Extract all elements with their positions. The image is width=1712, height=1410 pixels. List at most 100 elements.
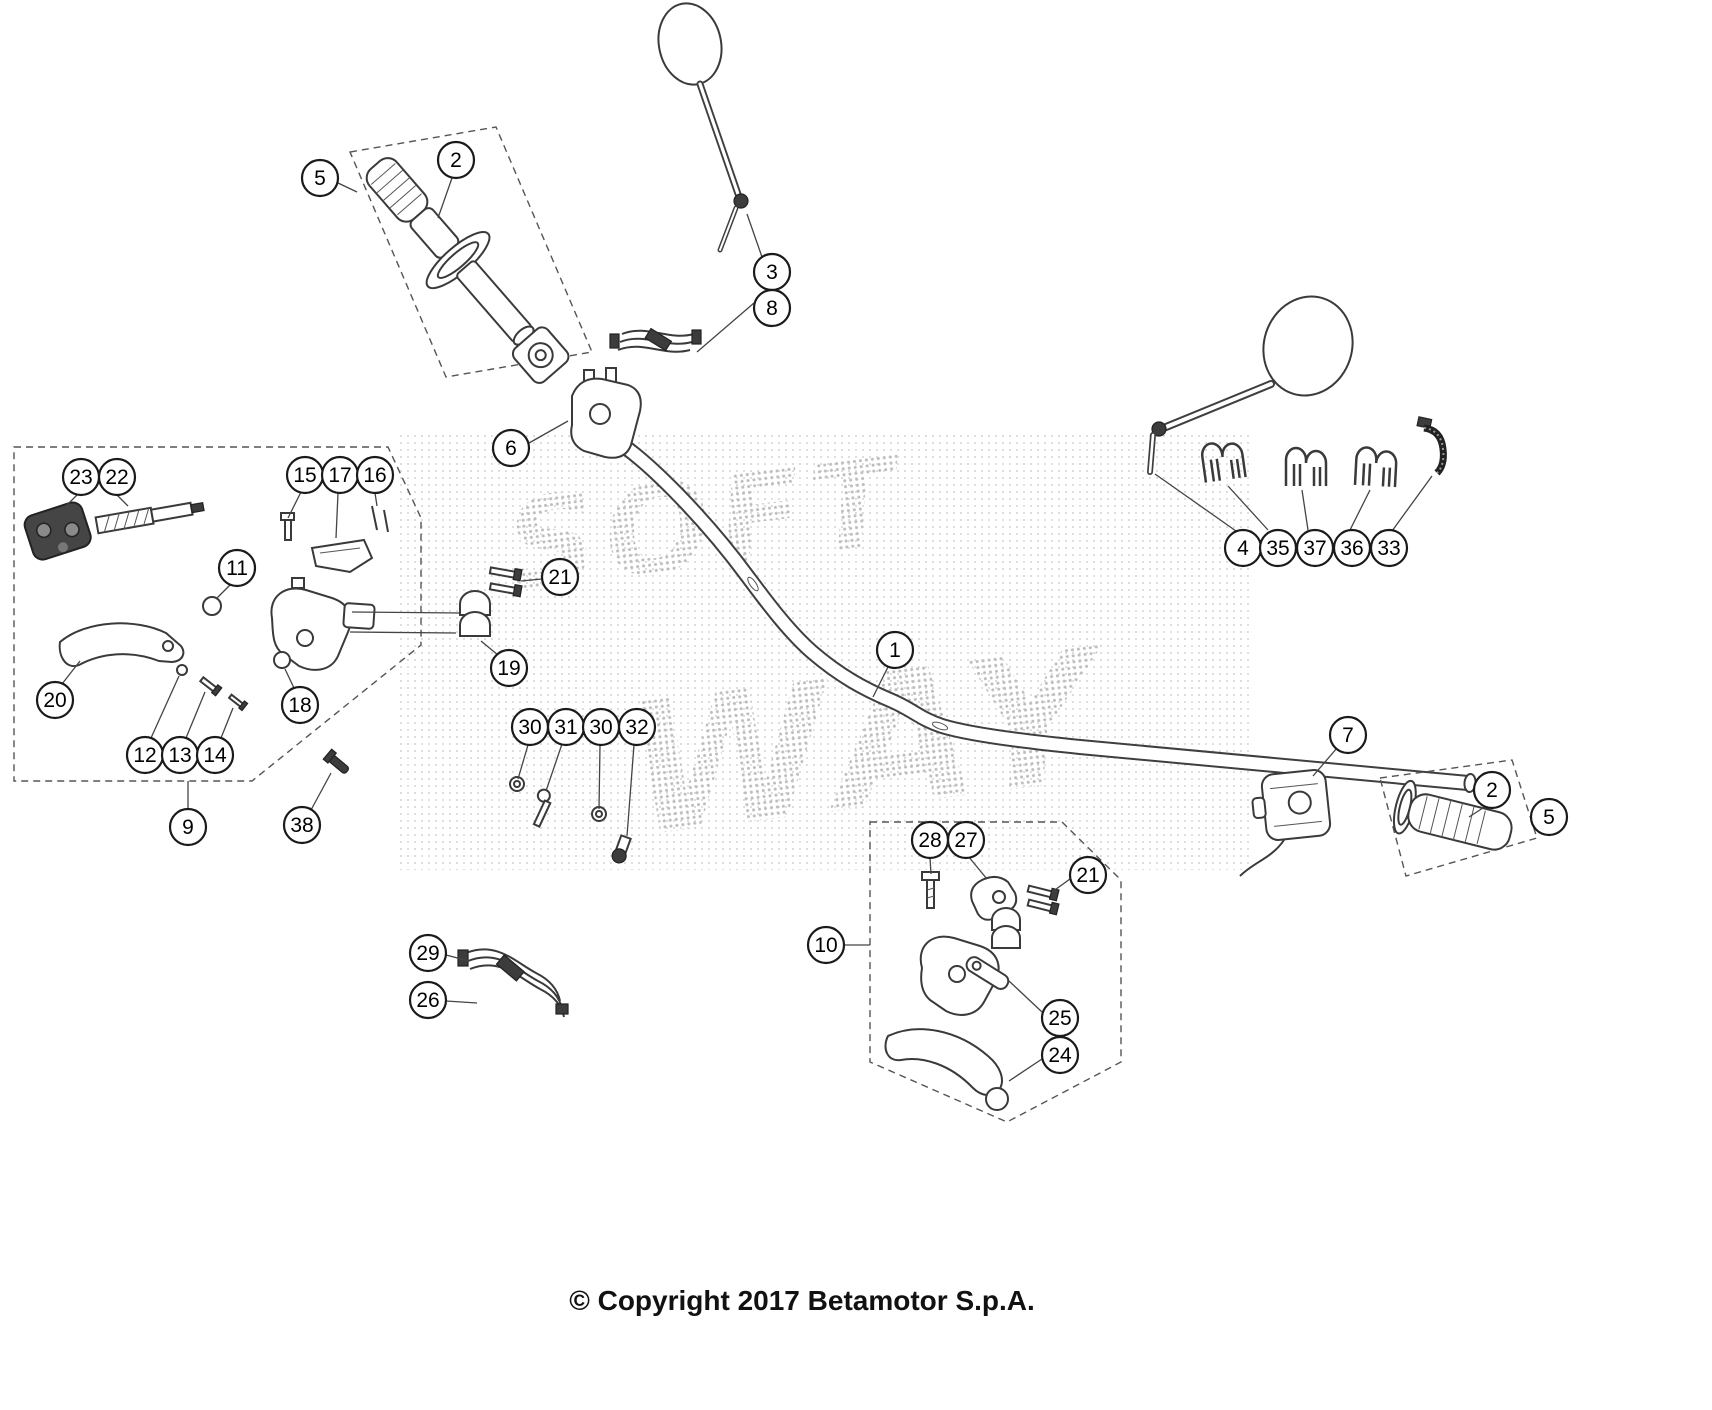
nut-18-drawing [273,651,291,669]
svg-text:28: 28 [918,829,941,852]
clutch-lever-drawing [58,622,185,668]
callout-8: 8 [752,288,792,328]
svg-text:2: 2 [450,149,462,172]
callout-37: 37 [1295,528,1335,568]
throttle-housing-drawing [570,367,642,459]
callout-28: 28 [910,820,950,860]
boundary-left-grip-assembly [349,126,593,378]
bar-clamp-19-drawing [459,590,491,637]
callout-38: 38 [282,805,322,845]
svg-text:26: 26 [416,989,439,1012]
mirror-head [1262,295,1354,397]
svg-text:38: 38 [290,814,313,837]
callout-16: 16 [355,455,395,495]
svg-text:15: 15 [293,464,316,487]
copyright-text: © Copyright 2017 Betamotor S.p.A. [569,1285,1035,1316]
callout-33: 33 [1369,528,1409,568]
screw-13-drawing [198,675,223,697]
clutch-assembly-group [13,446,461,782]
left-grip-assembly [349,126,593,384]
callout-20: 20 [35,680,75,720]
svg-text:27: 27 [954,829,977,852]
callout-6: 6 [491,428,531,468]
callout-30-a: 30 [510,707,550,747]
svg-text:31: 31 [554,716,577,739]
callout-5-right: 5 [1529,797,1569,837]
right-grip-drawing [1392,779,1513,851]
svg-text:7: 7 [1342,724,1354,747]
svg-text:20: 20 [43,689,66,712]
callout-21-left: 21 [540,557,580,597]
left-grip-drawing [365,157,570,384]
svg-text:23: 23 [69,466,92,489]
right-mirror-drawing [1147,295,1354,475]
svg-text:29: 29 [416,942,439,965]
boundary-clutch-assembly [13,446,422,782]
bar-clamp-36-drawing [1353,446,1398,488]
screw-15-drawing [280,512,295,541]
leader-lines [59,177,1538,1082]
svg-text:18: 18 [288,694,311,717]
callout-1: 1 [875,630,915,670]
svg-text:32: 32 [625,716,648,739]
callout-31: 31 [546,707,586,747]
brake-lever-24-drawing [884,1028,1009,1111]
svg-text:30: 30 [589,716,612,739]
handlebar-drawing [604,430,1477,793]
bar-clamp-37-drawing [1284,446,1328,486]
svg-text:22: 22 [105,466,128,489]
boundary-right-grip-assembly [1379,759,1538,877]
callout-11: 11 [217,548,257,588]
callout-35: 35 [1258,528,1298,568]
callout-2-left: 2 [436,140,476,180]
callout-26: 26 [408,980,448,1020]
svg-text:9: 9 [182,816,194,839]
svg-text:19: 19 [497,657,520,680]
svg-text:1: 1 [889,639,901,662]
callout-10: 10 [806,925,846,965]
svg-text:21: 21 [1076,864,1099,887]
spring-clip-33-drawing [1416,416,1447,476]
callout-12: 12 [125,735,165,775]
mirror-elbow-joint [1151,421,1167,437]
boundary-brake-assembly [869,821,1122,1123]
svg-text:13: 13 [168,744,191,767]
callout-19: 19 [489,648,529,688]
callout-24: 24 [1040,1035,1080,1075]
left-mirror-drawing [657,2,749,253]
svg-text:33: 33 [1377,537,1400,560]
svg-text:35: 35 [1266,537,1289,560]
lever-cap-drawing [23,501,92,561]
throttle-cam-housing [511,326,570,384]
svg-text:10: 10 [814,934,837,957]
callout-9: 9 [168,807,208,847]
svg-text:16: 16 [363,464,386,487]
mirror-ball-joint [733,193,749,209]
callout-36: 36 [1332,528,1372,568]
svg-text:8: 8 [766,297,778,320]
svg-text:4: 4 [1237,537,1249,560]
switch-wire [1239,839,1285,877]
svg-text:36: 36 [1340,537,1363,560]
bar-clamp-35-drawing [1200,442,1247,483]
callout-3: 3 [752,252,792,292]
clamp-screws-21-right-drawing [1026,884,1060,916]
svg-text:3: 3 [766,261,778,284]
washer-12-drawing [176,664,188,676]
spring-adjuster-drawing [94,501,205,535]
callout-21-right: 21 [1068,855,1108,895]
callout-27: 27 [946,820,986,860]
svg-text:17: 17 [328,464,351,487]
clutch-perch-drawing [270,577,376,671]
callout-29: 29 [408,933,448,973]
svg-text:5: 5 [314,167,326,190]
svg-text:2: 2 [1486,779,1498,802]
callout-23: 23 [61,457,101,497]
callout-22: 22 [97,457,137,497]
svg-text:21: 21 [548,566,571,589]
grip-body [1407,793,1513,851]
svg-text:6: 6 [505,437,517,460]
svg-text:14: 14 [203,744,227,767]
